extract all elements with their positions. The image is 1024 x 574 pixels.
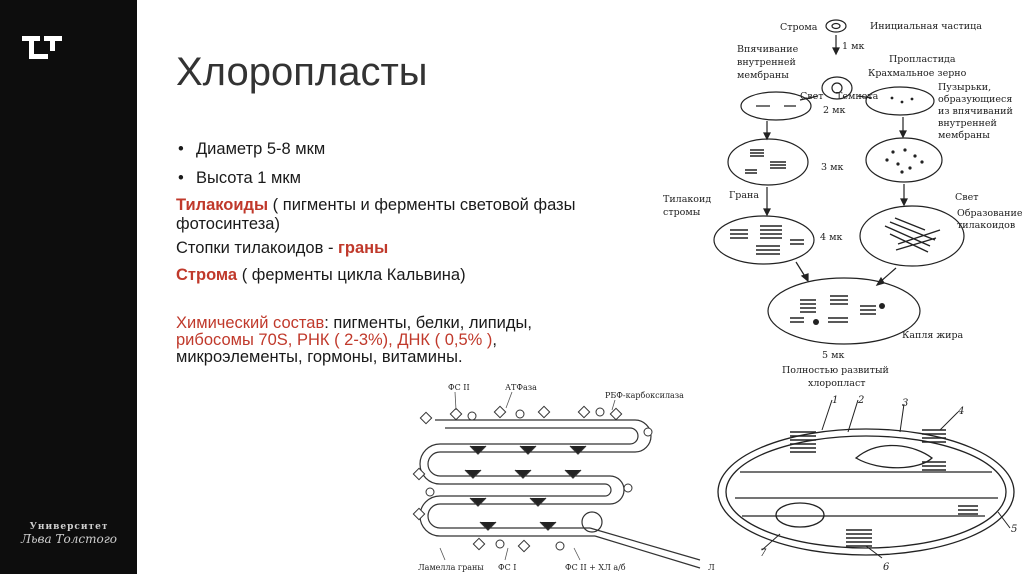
label-grana-lamella: Ламелла граны: [418, 563, 484, 572]
chem-line: Химический состав: пигменты, белки, липи…: [176, 315, 646, 366]
chem-part3: ,: [492, 331, 497, 349]
bullet-diameter: Диаметр 5-8 мкм: [176, 140, 646, 159]
label-atpase: АТФаза: [505, 383, 537, 392]
label-vesicles-1: Пузырьки,: [938, 82, 991, 93]
university-name-line2: Льва Толстого: [21, 532, 117, 546]
label-ps1: ФС I: [498, 563, 516, 572]
label-step-4: 4 мк: [820, 232, 842, 243]
stacks-prefix: Стопки тилакоидов -: [176, 239, 339, 257]
label-formation-2: тилакоидов: [957, 220, 1015, 231]
label-proplastid: Пропластида: [889, 54, 956, 65]
label-vesicles-2: образующиеся: [938, 94, 1012, 105]
label-initial-particle: Инициальная частица: [870, 21, 982, 32]
chem-part1: : пигменты, белки, липиды,: [324, 314, 532, 332]
label-stroma-thylakoid-2: стромы: [663, 207, 701, 218]
label-step-5: 5 мк: [822, 350, 844, 361]
stroma-line: Строма ( ферменты цикла Кальвина): [176, 266, 646, 285]
number-1: 1: [832, 395, 838, 406]
thylakoids-desc: ( пигменты и ферменты световой фазы фото…: [176, 196, 576, 233]
slide-body: Диаметр 5-8 мкм Высота 1 мкм Тилакоиды (…: [176, 140, 646, 366]
number-4: 4: [957, 406, 964, 417]
bullet-height: Высота 1 мкм: [176, 169, 646, 188]
label-vesicles-5: мембраны: [938, 130, 990, 141]
label-invagination-2: внутренней: [737, 57, 796, 68]
label-mature-2: хлоропласт: [808, 378, 866, 389]
number-6: 6: [883, 562, 890, 573]
thylakoids-term: Тилакоиды: [176, 196, 269, 214]
label-light: Свет: [800, 91, 824, 102]
number-2: 2: [857, 395, 864, 406]
thylakoids-line: Тилакоиды ( пигменты и ферменты световой…: [176, 196, 646, 234]
thylakoid-membrane-diagram: ФС II АТФаза РБФ-карбоксилаза Ламелла гр…: [412, 383, 715, 572]
label-step-3: 3 мк: [821, 162, 843, 173]
chloroplast-development-diagram: Строма Инициальная частица 1 мк Впячиван…: [663, 19, 1023, 573]
label-dark: Темнота: [836, 91, 879, 102]
label-stroma: Строма: [780, 22, 818, 33]
label-ps2-lhc: ФС II + ХЛ а/б: [565, 563, 626, 572]
label-step-2: 2 мк: [823, 105, 845, 116]
label-mature-1: Полностью развитый: [782, 365, 889, 376]
university-name-line1: Университет: [29, 522, 109, 532]
label-invagination-3: мембраны: [737, 70, 789, 81]
label-vesicles-4: внутренней: [938, 118, 997, 129]
label-step-1: 1 мк: [842, 41, 864, 52]
chem-part4: микроэлементы, гормоны, витамины.: [176, 348, 463, 366]
label-invagination-1: Впячивание: [737, 44, 799, 55]
university-name: Университет Льва Толстого: [10, 522, 128, 546]
grana-term: граны: [338, 239, 389, 257]
chem-part2: рибосомы 70S, РНК ( 2-3%), ДНК ( 0,5% ): [176, 331, 493, 349]
label-corner: Л: [708, 563, 715, 572]
label-grana: Грана: [729, 190, 759, 201]
number-3: 3: [902, 398, 908, 409]
label-stroma-thylakoid-1: Тилакоид: [663, 194, 711, 205]
sidebar: Университет Льва Толстого: [0, 0, 137, 574]
stroma-term: Строма: [176, 266, 238, 284]
number-7: 7: [760, 548, 767, 559]
stacks-line: Стопки тилакоидов - граны: [176, 239, 646, 258]
label-ps2: ФС II: [448, 383, 470, 392]
label-light-2: Свет: [955, 192, 979, 203]
label-formation-1: Образование: [957, 208, 1023, 219]
label-starch: Крахмальное зерно: [868, 68, 967, 79]
stroma-desc: ( ферменты цикла Кальвина): [237, 266, 466, 284]
label-fat-drop: Капля жира: [902, 330, 964, 341]
slide-title: Хлоропласты: [176, 50, 428, 94]
chem-term: Химический состав: [176, 314, 325, 332]
university-logo-icon: [22, 32, 66, 67]
number-5: 5: [1011, 524, 1017, 535]
label-vesicles-3: из впячиваний: [938, 106, 1013, 117]
label-rubisco: РБФ-карбоксилаза: [605, 391, 684, 400]
